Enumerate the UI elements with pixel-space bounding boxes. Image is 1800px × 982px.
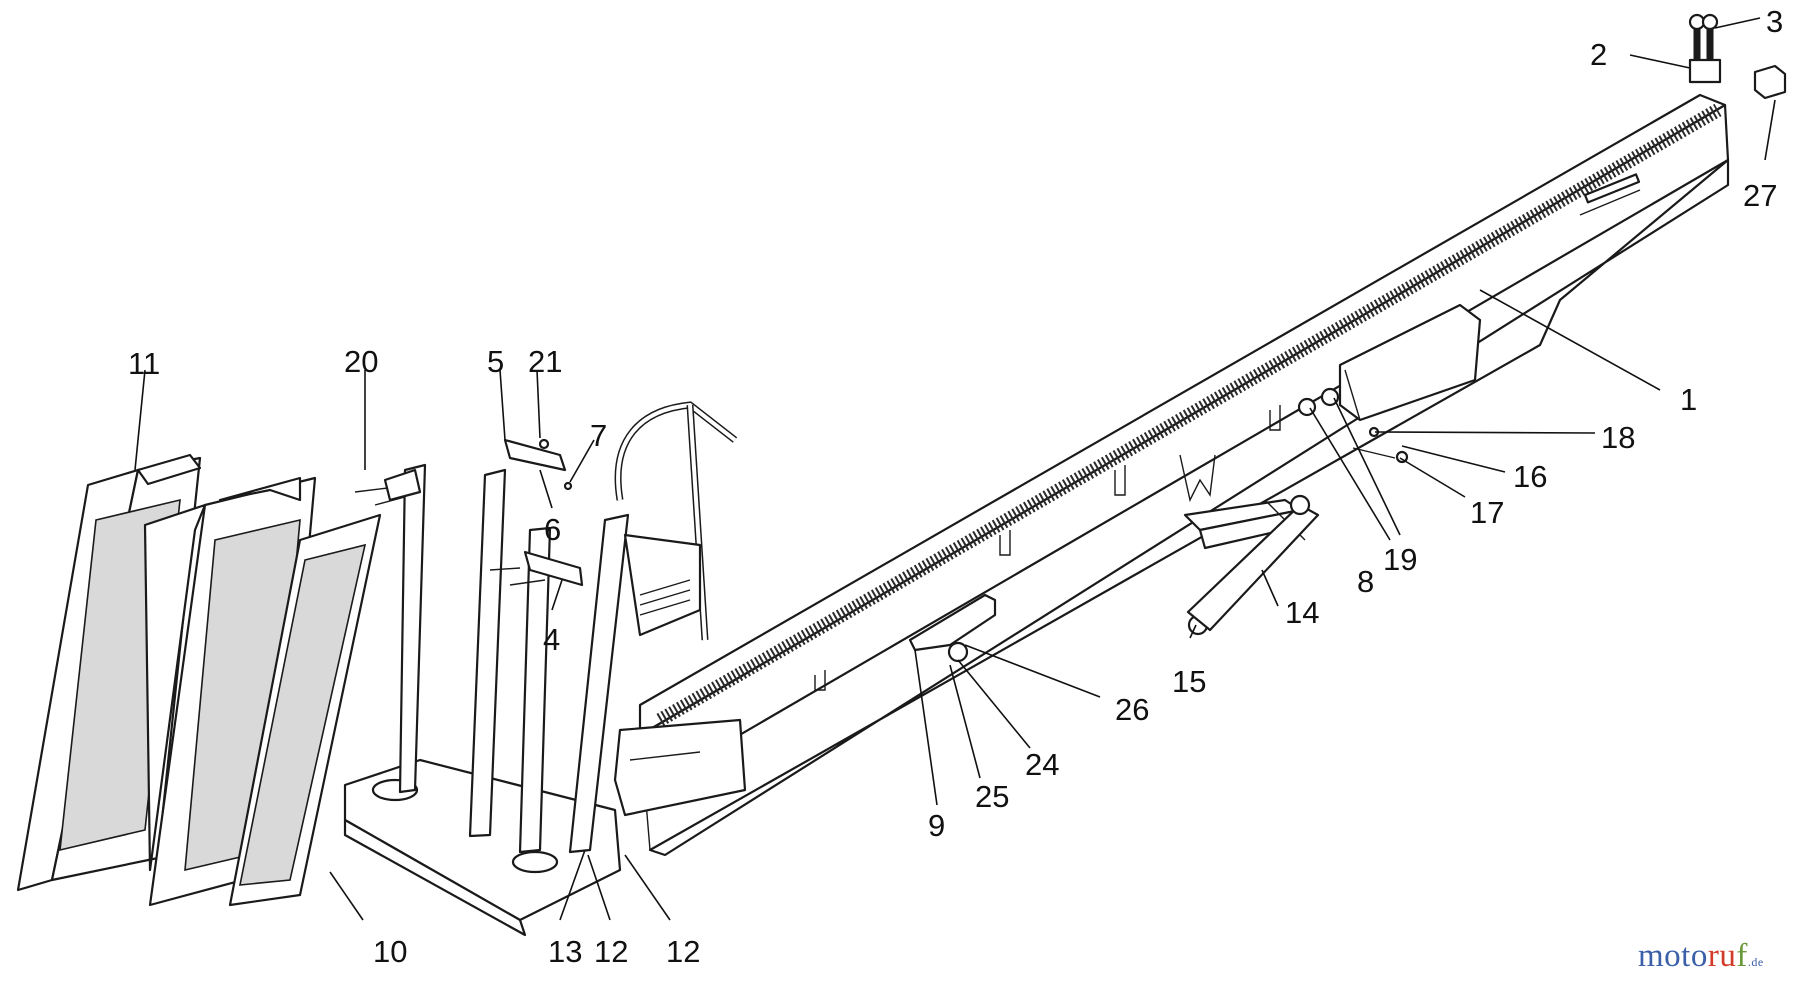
- callout-25: 25: [975, 779, 1009, 814]
- callout-18: 18: [1601, 420, 1635, 455]
- watermark-part1: moto: [1638, 938, 1708, 974]
- callout-27: 27: [1743, 178, 1777, 213]
- callout-6: 6: [544, 512, 561, 547]
- callout-20: 20: [344, 344, 378, 379]
- callout-3: 3: [1766, 4, 1783, 39]
- cylinder: [1183, 494, 1320, 636]
- callout-5: 5: [487, 344, 504, 379]
- callout-13: 13: [548, 934, 582, 969]
- callout-2: 2: [1590, 37, 1607, 72]
- base-assembly: [343, 401, 738, 937]
- callout-26: 26: [1115, 692, 1149, 727]
- callout-4: 4: [543, 622, 560, 657]
- guard-panel-10: [143, 476, 382, 907]
- callout-12-left: 12: [594, 934, 628, 969]
- callout-8: 8: [1357, 564, 1374, 599]
- main-rail: [613, 93, 1730, 857]
- callout-1: 1: [1680, 382, 1697, 417]
- callout-21: 21: [528, 344, 562, 379]
- callout-15: 15: [1172, 664, 1206, 699]
- callout-labels: 1 2 3 4 5 6 7 8 9 10 11 12 12 13 14 15 1…: [128, 4, 1783, 969]
- callout-16: 16: [1513, 459, 1547, 494]
- callout-24: 24: [1025, 747, 1059, 782]
- watermark-tld: .de: [1747, 955, 1764, 969]
- callout-12-right: 12: [666, 934, 700, 969]
- callout-7: 7: [590, 418, 607, 453]
- watermark-part2: ru: [1707, 938, 1737, 974]
- callout-10: 10: [373, 934, 407, 969]
- watermark-part3: f: [1736, 938, 1748, 974]
- callout-19: 19: [1383, 542, 1417, 577]
- callout-9: 9: [928, 808, 945, 843]
- leader-lines: [134, 17, 1776, 921]
- callout-14: 14: [1285, 595, 1319, 630]
- callout-17: 17: [1470, 495, 1504, 530]
- callout-11: 11: [128, 346, 160, 381]
- hardware: [354, 13, 1787, 587]
- watermark-logo: motoruf.de: [1638, 938, 1764, 975]
